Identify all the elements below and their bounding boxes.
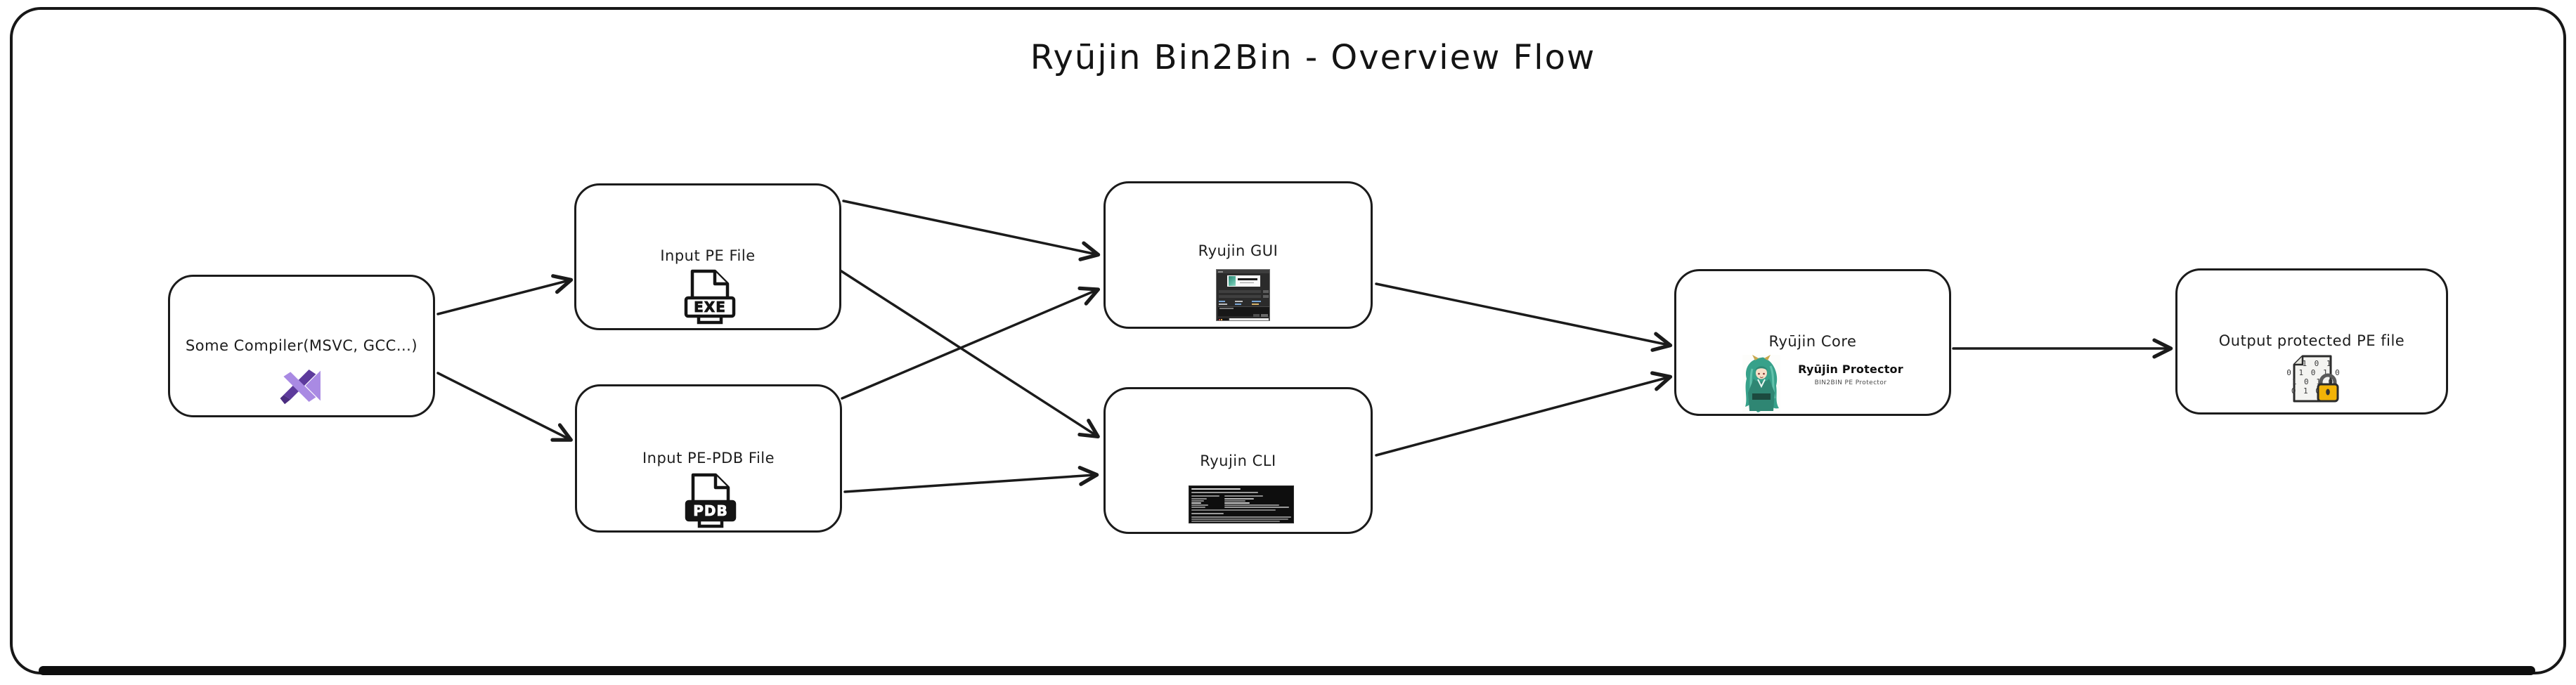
visual-studio-icon <box>280 370 321 405</box>
edge-input-pdb-to-cli <box>843 466 1099 493</box>
edge-cli-to-core <box>1375 371 1673 457</box>
node-input-pdb-label: Input PE-PDB File <box>642 450 775 467</box>
node-compiler[interactable]: Some Compiler(MSVC, GCC...) <box>168 275 435 417</box>
edge-compiler-to-input-pe <box>436 274 574 315</box>
cli-terminal-screenshot <box>1189 485 1294 523</box>
padlock-shackle <box>2319 373 2337 386</box>
edge-input-pe-to-gui <box>842 200 1101 261</box>
ryujin-mascot-image <box>1742 355 1780 414</box>
node-ryujin-cli[interactable]: Ryujin CLI <box>1103 387 1373 534</box>
node-gui-label: Ryujin GUI <box>1198 242 1279 259</box>
exe-icon-text: EXE <box>694 299 726 315</box>
pdb-icon-text: PDB <box>693 502 728 519</box>
gui-window-screenshot <box>1216 269 1270 321</box>
node-input-pe-label: Input PE File <box>660 247 756 264</box>
edge-input-pdb-to-gui <box>841 286 1101 400</box>
node-input-pe-pdb-file[interactable]: Input PE-PDB File PDB <box>575 384 842 533</box>
binary-row: 1 0 1 <box>2302 359 2332 368</box>
core-brand-title: Ryūjin Protector <box>1798 363 1903 376</box>
edge-gui-to-core <box>1375 282 1673 352</box>
edge-compiler-to-input-pdb <box>436 372 573 442</box>
gui-titlebar <box>1217 270 1269 273</box>
exe-file-icon: EXE <box>684 269 736 325</box>
node-core-label: Ryūjin Core <box>1768 333 1857 350</box>
core-brand-block: Ryūjin Protector BIN2BIN PE Protector <box>1780 363 1921 386</box>
node-ryujin-core[interactable]: Ryūjin Core Ryūjin Protector BIN2BIN PE … <box>1674 269 1951 416</box>
node-cli-label: Ryujin CLI <box>1200 452 1276 469</box>
gui-log-area <box>1218 306 1269 316</box>
node-input-pe-file[interactable]: Input PE File EXE <box>574 183 841 330</box>
pdb-file-icon: PDB <box>685 473 737 528</box>
gui-banner-mascot <box>1228 276 1236 286</box>
outer-frame <box>10 7 2566 674</box>
node-output-label: Output protected PE file <box>2218 332 2405 349</box>
core-brand-subtitle: BIN2BIN PE Protector <box>1814 379 1887 386</box>
edge-input-pe-to-cli <box>838 268 1100 439</box>
gui-progress-bar <box>1229 318 1269 320</box>
bottom-frame-stroke <box>39 666 2535 675</box>
protected-binary-file-icon: 1 0 1 0 1 0 1 0 1 0 1 0 0 1 0 1 <box>2287 355 2340 403</box>
node-ryujin-gui[interactable]: Ryujin GUI <box>1103 181 1373 329</box>
diagram-title: Ryūjin Bin2Bin - Overview Flow <box>1030 38 1596 77</box>
node-compiler-label: Some Compiler(MSVC, GCC...) <box>185 337 418 354</box>
node-output-protected-pe[interactable]: Output protected PE file 1 0 1 0 1 0 1 0… <box>2175 268 2448 415</box>
